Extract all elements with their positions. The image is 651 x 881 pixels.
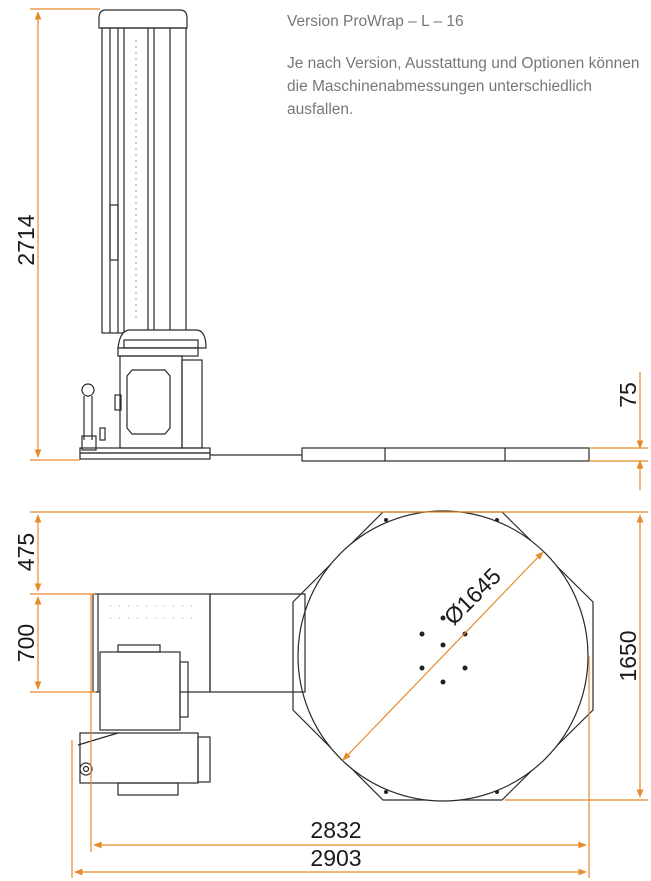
side-view <box>79 9 590 462</box>
dimension-disclaimer: Je nach Version, Ausstattung und Optione… <box>287 55 640 118</box>
base-and-turntable <box>79 447 590 462</box>
film-carriage <box>114 329 207 449</box>
dim-total-height: 2714 <box>13 214 39 265</box>
dim-length-inner: 2832 <box>310 817 361 843</box>
version-label: Version ProWrap – L – 16 <box>287 13 464 30</box>
dim-base-depth: 700 <box>13 624 39 662</box>
dim-length-total: 2903 <box>310 845 361 871</box>
control-column <box>81 383 106 451</box>
carriage-plan <box>99 644 189 731</box>
dim-turntable-height: 75 <box>615 382 641 408</box>
mast <box>98 9 188 334</box>
dimension-lines <box>30 8 648 878</box>
dim-turntable-depth: 1650 <box>615 630 641 681</box>
top-view <box>77 510 594 802</box>
mast-plan <box>77 732 211 796</box>
dim-depth-offset: 475 <box>13 533 39 571</box>
